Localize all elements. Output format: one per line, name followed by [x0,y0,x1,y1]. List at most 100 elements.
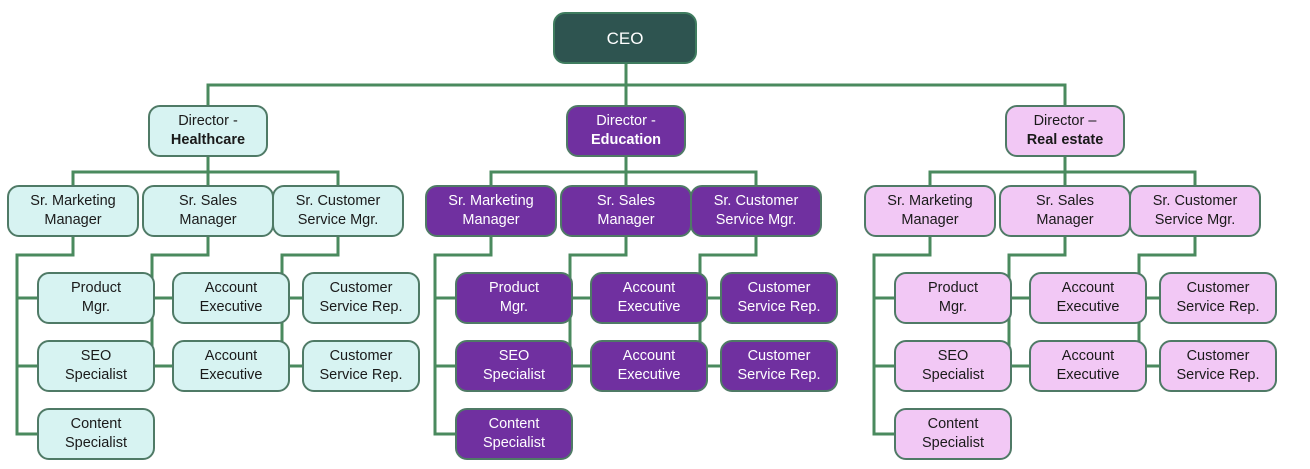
healthcare-marketing-report-line1: SEO [80,348,112,364]
education-sales-report-line1: Account [622,280,676,296]
healthcare-sales-report-line2: Executive [199,367,263,383]
education-marketing-manager-line2: Manager [462,212,520,228]
real-estate-marketing-report[interactable]: SEO Specialist [894,340,1012,392]
education-sales-report-line2: Executive [617,299,681,315]
healthcare-sales-report-line1: Account [204,280,258,296]
healthcare-marketing-report-line2: Specialist [64,435,128,451]
education-marketing-report-line1: Content [488,416,540,432]
director-healthcare-line2: Healthcare [170,132,246,148]
healthcare-marketing-report[interactable]: SEO Specialist [37,340,155,392]
real-estate-marketing-report-line2: Specialist [921,367,985,383]
director-education-line1: Director - [596,113,656,129]
director-healthcare-line1: Director - [178,113,238,129]
healthcare-marketing-report-line1: Product [71,280,121,296]
healthcare-sales-manager-line2: Manager [179,212,237,228]
director-education[interactable]: Director - Education [566,105,686,157]
director-real-estate-line2: Real estate [1026,132,1104,148]
healthcare-service-manager-line2: Service Mgr. [297,212,379,228]
real-estate-sales-report-line1: Account [1061,348,1115,364]
education-service-report-line2: Service Rep. [737,367,821,383]
education-service-report-line2: Service Rep. [737,299,821,315]
healthcare-marketing-manager-line1: Sr. Marketing [30,193,116,209]
ceo-node-line1: CEO [606,28,644,48]
education-marketing-report-line2: Specialist [482,435,546,451]
director-real-estate-line1: Director – [1033,113,1097,129]
real-estate-service-report-line2: Service Rep. [1176,367,1260,383]
healthcare-service-report-line2: Service Rep. [319,299,403,315]
real-estate-marketing-report-line1: SEO [937,348,969,364]
real-estate-sales-report-line2: Executive [1056,299,1120,315]
education-marketing-report-line2: Mgr. [499,299,529,315]
real-estate-marketing-report-line2: Specialist [921,435,985,451]
education-service-report-line1: Customer [747,280,811,296]
healthcare-service-report-line1: Customer [329,280,393,296]
education-sales-report-line2: Executive [617,367,681,383]
healthcare-marketing-report-line2: Specialist [64,367,128,383]
education-sales-manager-line2: Manager [597,212,655,228]
director-education-line2: Education [590,132,662,148]
healthcare-marketing-report-line2: Mgr. [81,299,111,315]
ceo-node[interactable]: CEO [553,12,697,64]
real-estate-marketing-report-line1: Content [927,416,979,432]
healthcare-marketing-manager-line2: Manager [44,212,102,228]
education-marketing-manager-line1: Sr. Marketing [448,193,534,209]
education-sales-report-line1: Account [622,348,676,364]
healthcare-service-report-line1: Customer [329,348,393,364]
real-estate-marketing-report-line1: Product [928,280,978,296]
real-estate-service-manager-line2: Service Mgr. [1154,212,1236,228]
real-estate-sales-report-line2: Executive [1056,367,1120,383]
real-estate-sales-manager-line2: Manager [1036,212,1094,228]
real-estate-service-manager-line1: Sr. Customer [1152,193,1238,209]
healthcare-sales-manager-line1: Sr. Sales [178,193,238,209]
education-sales-manager-line1: Sr. Sales [596,193,656,209]
healthcare-service-report-line2: Service Rep. [319,367,403,383]
education-service-report-line1: Customer [747,348,811,364]
real-estate-service-report-line2: Service Rep. [1176,299,1260,315]
education-service-manager-line1: Sr. Customer [713,193,799,209]
healthcare-sales-report-line1: Account [204,348,258,364]
healthcare-sales-report-line2: Executive [199,299,263,315]
healthcare-marketing-report-line1: Content [70,416,122,432]
real-estate-marketing-manager-line2: Manager [901,212,959,228]
director-real-estate[interactable]: Director – Real estate [1005,105,1125,157]
real-estate-sales-report-line1: Account [1061,280,1115,296]
education-marketing-report-line1: Product [489,280,539,296]
education-marketing-report[interactable]: SEO Specialist [455,340,573,392]
real-estate-marketing-manager-line1: Sr. Marketing [887,193,973,209]
education-marketing-report-line2: Specialist [482,367,546,383]
real-estate-marketing-report-line2: Mgr. [938,299,968,315]
healthcare-service-manager-line1: Sr. Customer [295,193,381,209]
education-service-manager-line2: Service Mgr. [715,212,797,228]
education-marketing-report-line1: SEO [498,348,530,364]
real-estate-service-report-line1: Customer [1186,348,1250,364]
director-healthcare[interactable]: Director - Healthcare [148,105,268,157]
real-estate-service-report-line1: Customer [1186,280,1250,296]
